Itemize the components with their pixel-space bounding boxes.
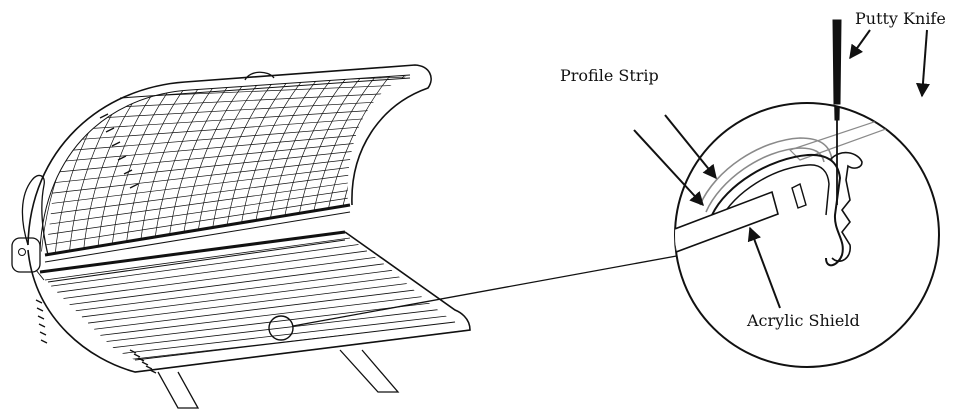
canopy-grid-line xyxy=(347,75,410,255)
putty-knife-arrow-1 xyxy=(849,29,871,60)
vent-slot xyxy=(40,339,48,344)
detail-connector-line xyxy=(292,254,683,327)
lamp-tube-line xyxy=(94,289,418,330)
canopy-grid-line xyxy=(375,75,410,255)
lamp-tube-line xyxy=(69,263,384,306)
profile-outline-grey xyxy=(699,137,833,206)
canopy-grid-line xyxy=(51,164,370,204)
canopy-outline xyxy=(27,64,432,246)
canopy-grid-line xyxy=(51,124,387,153)
bed-front-edge xyxy=(39,230,346,274)
detail-view xyxy=(674,19,940,368)
side-end-cap xyxy=(11,113,157,374)
vent-slot xyxy=(111,141,121,147)
profile-strip-shape xyxy=(711,153,844,267)
vent-slot xyxy=(36,307,44,312)
canopy-grid-line xyxy=(403,75,410,255)
vent-slot xyxy=(133,353,141,358)
vent-slot xyxy=(129,183,139,189)
putty-knife-label: Putty Knife xyxy=(855,9,946,28)
detail-marker-circle xyxy=(268,315,294,341)
vent-slot xyxy=(99,113,109,119)
lamp-tube-line xyxy=(100,295,427,336)
vent-slot xyxy=(39,331,47,336)
vent-slot xyxy=(105,127,115,133)
callout-arrows xyxy=(633,29,930,309)
canopy-grid-line xyxy=(46,196,356,246)
canopy-grid-line xyxy=(49,116,390,142)
canopy-grid-line xyxy=(52,156,373,194)
profile-hook xyxy=(829,151,863,262)
vent-slot xyxy=(117,155,127,161)
lamp-tube-line xyxy=(51,244,359,287)
canopy-handle xyxy=(244,71,275,81)
lamp-tube-line xyxy=(88,282,410,324)
canopy-grid-line xyxy=(207,75,284,255)
vent-slot xyxy=(129,349,137,354)
lamp-tube-line xyxy=(44,237,351,281)
lamp-tube-line xyxy=(57,250,367,293)
vent-slot xyxy=(38,323,46,328)
canopy-grid-line xyxy=(389,75,410,255)
profile-strip-label: Profile Strip xyxy=(560,66,659,85)
putty-knife-handle xyxy=(832,103,842,121)
lamp-tube-line xyxy=(75,269,393,312)
canopy-grid-line xyxy=(179,75,256,255)
bed-legs xyxy=(157,349,400,409)
canopy-grid-line xyxy=(50,172,366,215)
canopy-grid-line xyxy=(48,188,359,235)
acrylic-shield-arrow xyxy=(747,226,781,309)
acrylic-shield-label: Acrylic Shield xyxy=(747,311,860,330)
bed-lamp-area xyxy=(44,237,455,360)
lamp-tube-line xyxy=(112,308,444,349)
vent-slot xyxy=(137,357,145,362)
vent-slot xyxy=(141,361,149,366)
canopy-grid-line xyxy=(44,92,401,111)
profile-strip-arrow-1 xyxy=(664,114,717,180)
lamp-tube-line xyxy=(81,276,401,318)
canopy-grid-line xyxy=(151,75,228,255)
vent-slot xyxy=(37,315,45,320)
vent-slot xyxy=(123,169,133,175)
acrylic-shield-shape xyxy=(675,190,779,254)
vent-slot xyxy=(145,365,153,370)
putty-knife-arrow-2 xyxy=(915,29,930,98)
canopy-grid xyxy=(40,75,410,255)
canopy-grid-line xyxy=(333,75,410,255)
lamp-tube-line xyxy=(63,256,376,299)
canopy-grid-line xyxy=(49,180,363,225)
profile-strip-arrow-2 xyxy=(633,129,704,207)
canopy-grid-line xyxy=(51,132,383,163)
vent-slot xyxy=(35,299,43,304)
tanning-bed xyxy=(11,64,471,409)
lamp-tube-line xyxy=(118,315,452,355)
canopy-grid-line xyxy=(52,140,380,173)
canopy-grid-line xyxy=(361,75,410,255)
vent-slot xyxy=(149,369,157,374)
bed-tray xyxy=(27,231,471,373)
